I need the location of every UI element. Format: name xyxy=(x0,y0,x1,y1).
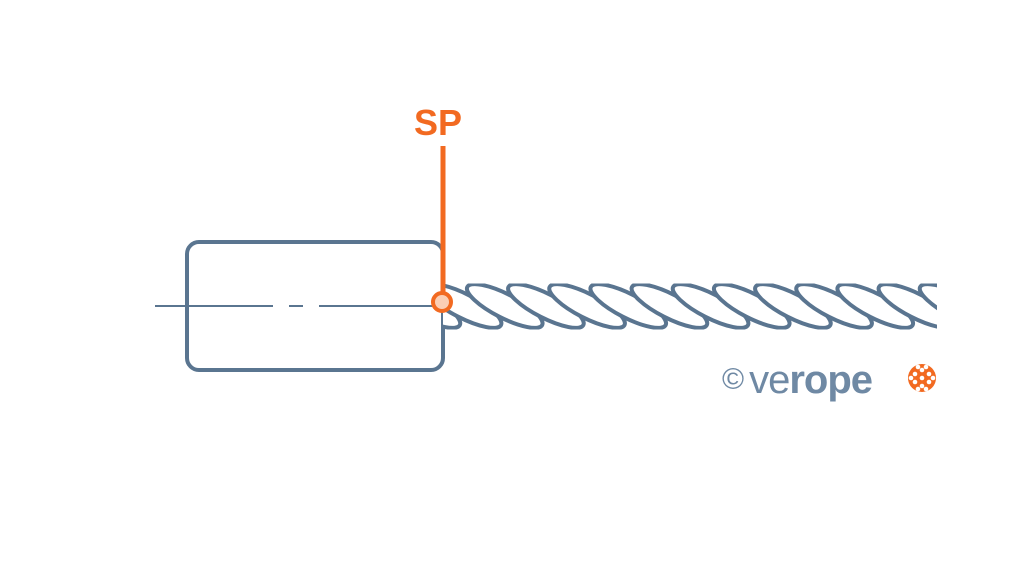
logo-wire-dot xyxy=(923,386,929,392)
logo-bold: rope xyxy=(789,358,873,402)
logo-wire-dot xyxy=(912,379,918,385)
logo-rope-icon xyxy=(908,364,936,392)
sp-point xyxy=(431,291,453,313)
rope xyxy=(443,276,1024,336)
rope-strand xyxy=(917,283,937,330)
verope-logo: ©verope xyxy=(722,358,873,403)
logo-wire-dot xyxy=(919,383,925,389)
logo-wire-dot xyxy=(926,379,932,385)
logo-wire-dot xyxy=(923,364,929,370)
logo-wire-dot xyxy=(919,375,925,381)
logo-wire-dot xyxy=(926,371,932,377)
logo-wire-dot xyxy=(908,375,914,381)
copyright-symbol: © xyxy=(722,363,744,396)
logo-wire-dot xyxy=(915,386,921,392)
rope-strand xyxy=(443,283,463,330)
logo-prefix: ve xyxy=(749,358,790,402)
logo-wire-dot xyxy=(930,375,936,381)
logo-wire-dot xyxy=(915,364,921,370)
sp-label: SP xyxy=(414,102,463,143)
logo-wire-dot xyxy=(919,367,925,373)
logo-wire-dot xyxy=(912,371,918,377)
rope-strand xyxy=(956,276,1024,336)
